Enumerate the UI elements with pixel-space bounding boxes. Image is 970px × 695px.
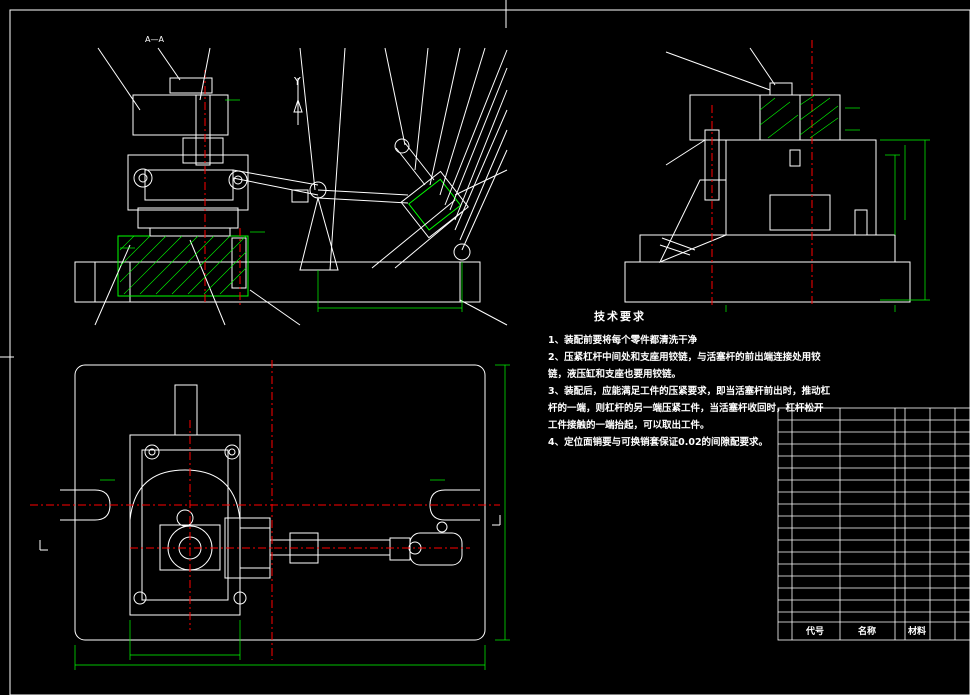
requirement-line: 4、定位面销要与可换销套保证0.02的间隙配要求。 bbox=[548, 437, 769, 448]
requirement-line: 链，液压缸和支座也要用铰链。 bbox=[548, 369, 682, 380]
dimensions-plan-view bbox=[74, 364, 510, 670]
plan-view bbox=[30, 360, 501, 660]
bom-table bbox=[777, 407, 970, 641]
side-view-hatching bbox=[759, 94, 839, 139]
section-label: A—A bbox=[145, 35, 164, 44]
requirement-line: 1、装配前要将每个零件都清洗干净 bbox=[548, 335, 698, 346]
dimensions-section-view bbox=[120, 99, 463, 312]
requirement-line: 3、装配后，应能满足工件的压紧要求，即当活塞杆前出时，推动杠 bbox=[548, 386, 831, 397]
technical-requirements-title: 技术要求 bbox=[594, 310, 646, 323]
view-arrow-label: Y bbox=[293, 75, 301, 88]
side-view bbox=[624, 40, 911, 305]
requirement-line: 杆的一端，则杠杆的另一端压紧工件，当活塞杆收回时，杠杆松开 bbox=[548, 403, 824, 414]
dimensions-side-view bbox=[725, 107, 930, 312]
requirement-line: 工件接触的一端抬起，可以取出工件。 bbox=[548, 420, 710, 431]
section-view-a-a bbox=[74, 47, 508, 326]
bom-header-name: 名称 bbox=[858, 627, 877, 637]
technical-requirements: 技术要求 1、装配前要将每个零件都清洗干净 2、压紧杠杆中间处和支座用铰链，与活… bbox=[548, 308, 831, 451]
bom-header-code: 代号 bbox=[806, 627, 825, 637]
requirement-line: 2、压紧杠杆中间处和支座用铰链，与活塞杆的前出端连接处用铰 bbox=[548, 352, 821, 363]
section-hatching bbox=[119, 235, 247, 295]
bom-header-material: 材料 bbox=[908, 627, 927, 637]
